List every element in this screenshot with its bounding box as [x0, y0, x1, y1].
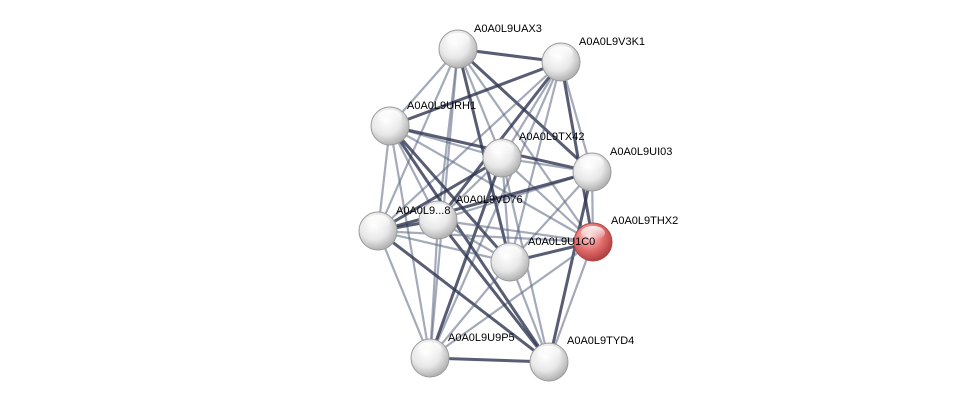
nodes-layer: A0A0L9UAX3A0A0L9V3K1A0A0L9URH1A0A0L9TX42…	[358, 23, 678, 382]
node-label: A0A0L9V3K1	[579, 36, 645, 48]
node-a0a0l9tyd4[interactable]: A0A0L9TYD4	[529, 335, 634, 382]
node-highlight	[549, 46, 573, 60]
node-a0a0l9vd76[interactable]: A0A0L9VD76	[418, 194, 523, 240]
node-label: A0A0L9URH1	[407, 100, 476, 112]
edge-a0a0l9v3k1-a0a0_8	[376, 60, 563, 233]
node-a0a0l9uax3[interactable]: A0A0L9UAX3	[438, 23, 542, 69]
node-highlight	[490, 142, 514, 156]
node-a0a0l9thx2[interactable]: A0A0L9THX2	[573, 215, 678, 262]
edge-a0a0l9vd76-a0a0l9u9p5	[428, 218, 440, 360]
edge-a0a0l9ui03-a0a0l9u1c0	[508, 170, 594, 264]
edge-a0a0l9ui03-a0a0_8	[376, 170, 594, 233]
node-a0a0l9urh1[interactable]: A0A0L9URH1	[370, 100, 476, 146]
node-a0a0_8[interactable]: A0A0L9...8	[358, 205, 450, 251]
node-highlight	[581, 226, 605, 240]
node-label: A0A0L9UI03	[610, 146, 672, 158]
node-label: A0A0L9THX2	[611, 215, 678, 227]
edge-a0a0l9u9p5-a0a0l9tyd4	[428, 356, 551, 364]
node-label: A0A0L9TX42	[519, 131, 584, 143]
edge-a0a0l9v3k1-a0a0l9thx2	[559, 60, 595, 244]
node-label: A0A0L9U9P5	[448, 332, 515, 344]
node-label: A0A0L9TYD4	[567, 335, 634, 347]
node-highlight	[426, 204, 450, 218]
edge-a0a0l9v3k1-a0a0l9u9p5	[428, 60, 563, 360]
node-highlight	[378, 110, 402, 124]
node-a0a0l9v3k1[interactable]: A0A0L9V3K1	[541, 36, 645, 82]
edge-a0a0l9thx2-a0a0_8	[376, 229, 595, 244]
node-a0a0l9u1c0[interactable]: A0A0L9U1C0	[490, 236, 595, 282]
edge-a0a0l9thx2-a0a0l9tyd4	[547, 240, 595, 364]
node-label: A0A0L9U1C0	[528, 236, 595, 248]
edge-a0a0l9tx42-a0a0_8	[376, 156, 504, 233]
node-highlight	[498, 246, 522, 260]
node-label: A0A0L9...8	[396, 205, 450, 217]
edge-a0a0_8-a0a0l9u1c0	[376, 229, 512, 264]
edge-a0a0l9uax3-a0a0l9tx42	[456, 47, 504, 160]
node-a0a0l9u9p5[interactable]: A0A0L9U9P5	[410, 332, 515, 378]
edge-a0a0l9uax3-a0a0_8	[376, 47, 460, 233]
node-label: A0A0L9VD76	[456, 194, 523, 206]
edge-a0a0l9uax3-a0a0l9thx2	[456, 47, 595, 244]
edge-a0a0l9v3k1-a0a0l9urh1	[388, 60, 563, 128]
edge-a0a0_8-a0a0l9tyd4	[376, 229, 551, 364]
edge-a0a0_8-a0a0l9u9p5	[376, 229, 432, 360]
edge-a0a0l9ui03-a0a0l9tyd4	[547, 170, 594, 364]
edge-a0a0l9vd76-a0a0l9tyd4	[436, 218, 551, 364]
node-highlight	[537, 346, 561, 360]
edge-a0a0l9thx2-a0a0l9u9p5	[428, 240, 595, 360]
node-a0a0l9tx42[interactable]: A0A0L9TX42	[482, 131, 584, 178]
edge-a0a0l9urh1-a0a0l9u9p5	[388, 124, 432, 360]
node-highlight	[446, 33, 470, 47]
edge-a0a0l9thx2-a0a0l9vd76	[436, 218, 595, 244]
edge-a0a0l9urh1-a0a0l9u1c0	[388, 124, 512, 264]
node-highlight	[418, 342, 442, 356]
node-a0a0l9ui03[interactable]: A0A0L9UI03	[572, 146, 672, 192]
edge-a0a0l9u1c0-a0a0l9u9p5	[428, 260, 512, 360]
node-highlight	[580, 156, 604, 170]
node-label: A0A0L9UAX3	[474, 23, 542, 35]
node-highlight	[366, 215, 390, 229]
